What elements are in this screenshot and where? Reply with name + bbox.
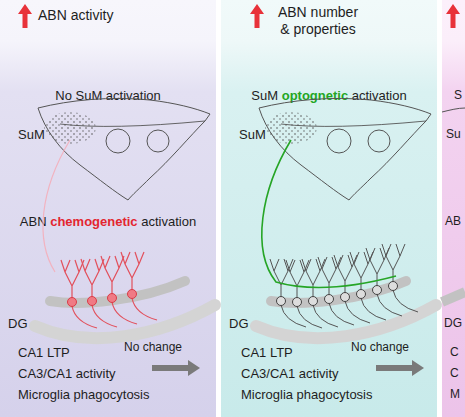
panel-text: Su <box>446 127 465 141</box>
panel-text: Microglia phagocytosis <box>18 387 208 403</box>
panel-text: SuM <box>18 127 58 143</box>
panel-text: C <box>450 366 465 380</box>
panel-text: Microglia phagocytosis <box>241 387 431 403</box>
condition-panel: SSuABDGCCM <box>442 0 465 417</box>
panel-text: C <box>450 345 465 359</box>
panel-text: AB <box>445 214 465 228</box>
text-row: SuMoptogneticactivation <box>221 88 437 104</box>
panel-text: DG <box>8 316 38 332</box>
panel-text: SuM <box>239 127 279 143</box>
panel-text: ABN number & properties <box>273 4 363 38</box>
panel-text: ABN <box>20 214 47 230</box>
panel-text: activation <box>352 88 407 104</box>
condition-panel: ABN activity No SuM activationSuM ABNchemo… <box>0 0 216 417</box>
panel-text: CA3/CA1 activity <box>241 366 431 382</box>
panel-text: No change <box>351 340 431 354</box>
panel-text: activation <box>141 214 196 230</box>
panel-text: DG <box>229 316 259 332</box>
panel-text: DG <box>444 316 465 330</box>
condition-panel: ABN number & propertiesSuMoptogneticacti… <box>221 0 437 417</box>
panel-text: No SuM activation <box>8 88 208 104</box>
text-row: ABNchemogeneticactivation <box>0 214 216 230</box>
panel-text: CA3/CA1 activity <box>18 366 208 382</box>
panel-text: M <box>450 387 465 401</box>
panel-text: No change <box>124 340 204 354</box>
panel-text: chemogenetic <box>50 214 137 230</box>
panel-text: SuM <box>251 88 278 104</box>
panel-text: optognetic <box>282 88 348 104</box>
panel-text: S <box>454 88 465 102</box>
panel-text: ABN activity <box>38 7 198 24</box>
